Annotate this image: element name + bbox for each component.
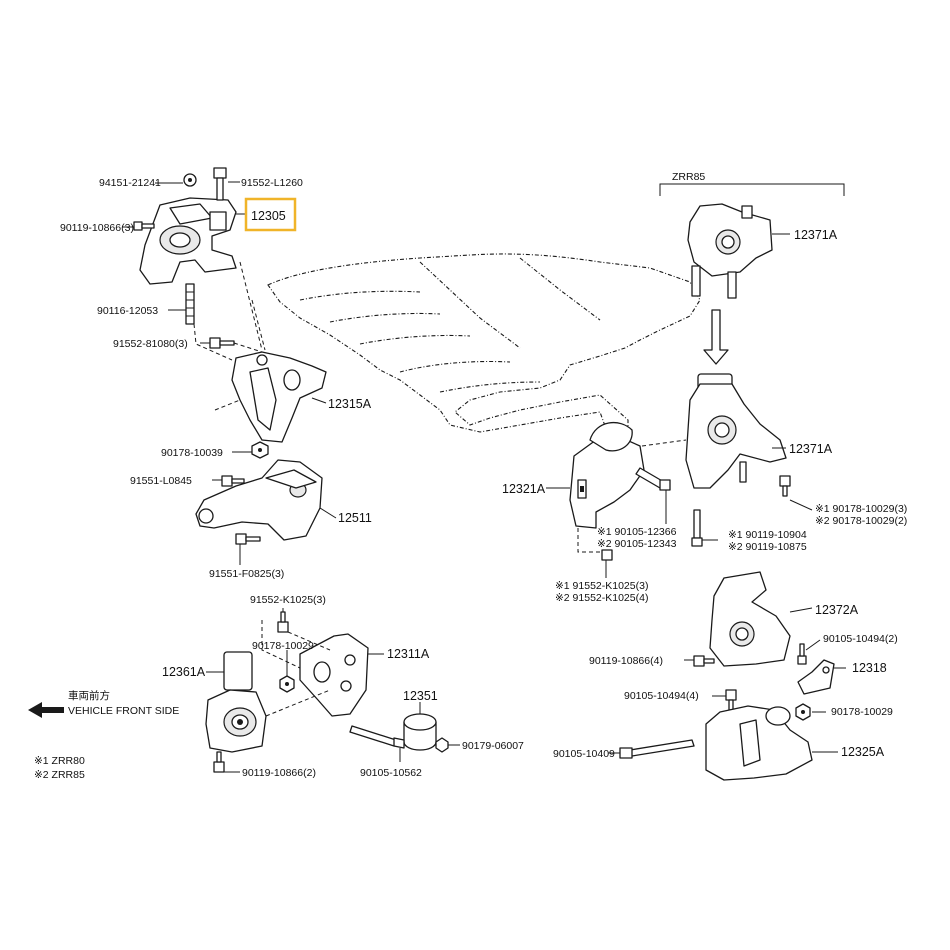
part-12315A-bracket [231, 351, 327, 443]
stud-90116-12053 [185, 283, 195, 325]
bolt-90119-10904 [691, 509, 703, 547]
engine-outline [267, 253, 701, 441]
legend-direction-jp: 車両前方 [68, 689, 110, 702]
bolt-90105-10562 [349, 725, 405, 749]
label-90105-10494-4: 90105-10494(4) [624, 690, 699, 702]
label-n2-90105-12343: ※2 90105-12343 [597, 538, 677, 550]
label-90178-10029-left: 90178-10029 [252, 640, 314, 652]
part-12351-bushing [403, 713, 437, 751]
label-zrr85-top: ZRR85 [672, 171, 705, 183]
label-12321A: 12321A [502, 482, 546, 496]
label-12351: 12351 [403, 689, 438, 703]
label-n2-90178-10029-2: ※2 90178-10029(2) [815, 515, 907, 527]
label-n1-90178-10029-3: ※1 90178-10029(3) [815, 503, 907, 515]
highlight-box-12305 [244, 197, 297, 232]
label-n1-91552-K1025-3: ※1 91552-K1025(3) [555, 580, 648, 592]
bolt-90119-10866-2 [213, 751, 225, 773]
bolt-91551-F0825 [235, 533, 261, 545]
label-90178-10039: 90178-10039 [161, 447, 223, 459]
label-n1-90105-12366: ※1 90105-12366 [597, 526, 677, 538]
label-12325A: 12325A [841, 745, 885, 759]
bolt-90105-10409 [619, 739, 695, 759]
bolt-90105-12366 [635, 467, 671, 491]
nut-90179-06007 [435, 737, 449, 753]
nut-90178-10029-right-lower [795, 703, 811, 721]
label-12371A-mid: 12371A [789, 442, 833, 456]
bolt-90105-10494-2 [797, 643, 807, 665]
bolt-90178-10029-right [779, 475, 791, 497]
bolt-91552-K1025-right [601, 549, 613, 561]
label-90119-10866-4: 90119-10866(4) [589, 655, 663, 667]
part-12372A-bracket [709, 571, 791, 667]
label-90179-06007: 90179-06007 [462, 740, 524, 752]
legend-note-1: ※1 ZRR80 [34, 755, 85, 767]
legend-direction-en: VEHICLE FRONT SIDE [68, 705, 179, 717]
label-90119-10866-2: 90119-10866(2) [242, 767, 316, 779]
part-12511-bracket [195, 459, 323, 541]
label-12318: 12318 [852, 661, 887, 675]
nut-90178-10039 [251, 441, 269, 459]
part-12371A-mid-bracket [685, 373, 787, 489]
bolt-91552-L1260 [213, 167, 227, 201]
label-12311A: 12311A [387, 647, 430, 661]
label-90105-10409: 90105-10409 [553, 748, 615, 760]
part-12321A-bracket [569, 421, 645, 529]
part-12305-mount [139, 197, 237, 285]
bolt-91552-81080 [209, 337, 235, 349]
label-12361A: 12361A [162, 665, 206, 679]
label-90116-12053: 90116-12053 [97, 305, 158, 317]
label-n2-90119-10875: ※2 90119-10875 [728, 541, 807, 553]
nut-90178-10029-left [279, 675, 295, 693]
label-12511: 12511 [338, 511, 372, 525]
part-12311A-bracket [299, 633, 369, 717]
label-91552-L1260: 91552-L1260 [241, 177, 303, 189]
label-12372A: 12372A [815, 603, 859, 617]
bolt-91552-K1025-3-left [277, 611, 289, 633]
label-91551-L0845: 91551-L0845 [130, 475, 192, 487]
label-91552-K1025-3-left: 91552-K1025(3) [250, 594, 326, 606]
zrr85-bracket-line [659, 183, 845, 196]
label-94151-21241: 94151-21241 [99, 177, 161, 189]
label-12315A: 12315A [328, 397, 372, 411]
vehicle-front-arrow [28, 702, 64, 718]
bolt-91551-L0845 [221, 475, 245, 487]
part-12318-bracket [797, 659, 835, 695]
label-90178-10029-right: 90178-10029 [831, 706, 893, 718]
legend-note-2: ※2 ZRR85 [34, 769, 85, 781]
label-91551-F0825: 91551-F0825(3) [209, 568, 284, 580]
bolt-90105-10494-4 [725, 689, 737, 711]
part-12361A-mount [205, 651, 267, 753]
part-12325A-bracket [705, 705, 813, 781]
label-n2-91552-K1025-4: ※2 91552-K1025(4) [555, 592, 648, 604]
label-12371A-top: 12371A [794, 228, 838, 242]
label-90119-10866-3: 90119-10866(3) [60, 222, 134, 234]
label-n1-90119-10904: ※1 90119-10904 [728, 529, 807, 541]
label-91552-81080: 91552-81080(3) [113, 338, 188, 350]
label-90105-10562: 90105-10562 [360, 767, 422, 779]
label-90105-10494-2: 90105-10494(2) [823, 633, 898, 645]
down-arrow [703, 309, 729, 365]
bolt-94151-21241 [183, 173, 197, 187]
label-12305: 12305 [251, 209, 286, 223]
bolt-90119-10866-4 [693, 655, 715, 667]
part-12371A-top-mount [687, 203, 773, 299]
